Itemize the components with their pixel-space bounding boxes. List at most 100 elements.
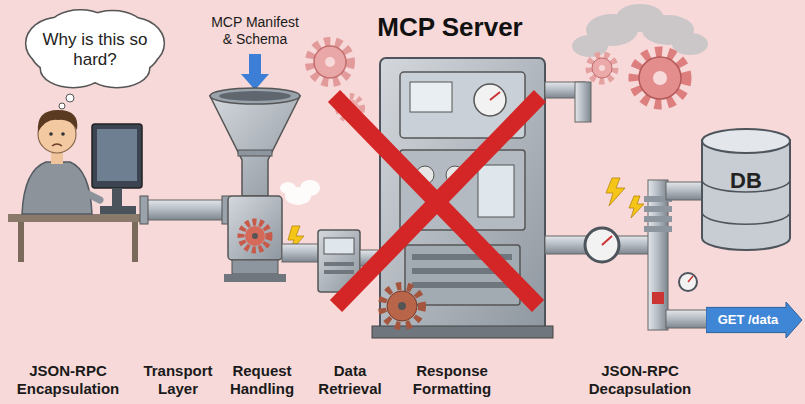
node-text: GET /data [718, 313, 779, 328]
pipe [648, 180, 668, 330]
input-arrow [249, 54, 261, 76]
funnel [219, 91, 291, 101]
stage-label: Request Handling [226, 362, 298, 398]
computer-monitor [92, 124, 142, 188]
gear [634, 52, 686, 104]
thought-bubble-outline [26, 11, 163, 87]
node-text: DB [730, 168, 762, 193]
gear [314, 46, 346, 78]
thought-dots [59, 94, 74, 109]
developer-figure [8, 110, 148, 262]
stage-label: JSON-RPC Decapsulation [582, 362, 698, 398]
pipe [666, 310, 708, 328]
arrow-shape [706, 302, 802, 338]
valve-housing [241, 222, 269, 250]
server-machine [412, 282, 512, 288]
gear [310, 42, 350, 82]
valve-housing [228, 196, 282, 260]
broken-gear [382, 286, 422, 326]
broken-gear [387, 291, 417, 321]
server-machine [474, 84, 506, 116]
developer-figure [80, 190, 100, 200]
pressure-gauge [602, 236, 612, 245]
smoke-cloud [572, 4, 708, 57]
input-arrow [241, 54, 269, 90]
developer-figure [49, 132, 53, 136]
transport-unit [324, 270, 354, 274]
stage-label: Data Retrieval [314, 362, 386, 398]
transport-unit [324, 238, 354, 254]
gear [589, 55, 615, 81]
steam-puff [300, 180, 320, 196]
database-band [702, 212, 790, 224]
developer-figure [38, 110, 78, 132]
pipe [140, 196, 232, 224]
broken-gear [398, 302, 406, 310]
valve-housing [224, 274, 286, 282]
pipe [644, 226, 672, 232]
computer-monitor [92, 124, 142, 214]
stage-label: Transport Layer [139, 362, 217, 398]
database-body [702, 140, 790, 250]
funnel [210, 96, 300, 196]
computer-monitor [100, 206, 136, 214]
red-cross [336, 96, 540, 306]
pipe [666, 182, 704, 200]
thought-bubble: Why is this so hard? [22, 8, 168, 92]
stage-label: JSON-RPC Encapsulation [12, 362, 124, 398]
computer-monitor [97, 129, 137, 181]
valve-housing [252, 233, 258, 239]
diagram-title: MCP Server [340, 12, 560, 42]
funnel [210, 88, 300, 196]
valve-housing [245, 226, 265, 246]
pipe [616, 236, 650, 254]
pipe [282, 244, 322, 262]
database-top [702, 129, 790, 153]
lightning [629, 196, 644, 218]
funnel [238, 150, 272, 156]
computer-monitor [112, 188, 122, 206]
pipe [644, 206, 672, 212]
node-text: Why is this so hard? [40, 30, 150, 69]
pressure-gauge [585, 228, 697, 304]
input-label: MCP Manifest & Schema [207, 14, 303, 48]
developer-figure [18, 222, 24, 262]
smoke-cloud [572, 35, 608, 57]
valve-housing [224, 196, 286, 282]
database-cylinder: DB [700, 128, 792, 252]
funnel [210, 88, 300, 104]
pipe [282, 244, 322, 262]
steam-puff [280, 182, 296, 194]
server-machine [372, 58, 591, 338]
developer-figure [52, 144, 62, 146]
gear [639, 57, 681, 99]
steam-puff [280, 180, 320, 205]
server-machine [575, 82, 591, 122]
pressure-gauge [585, 228, 619, 262]
gear [592, 58, 612, 78]
server-machine [490, 92, 500, 100]
broken-gear [382, 286, 422, 326]
developer-figure [8, 214, 148, 222]
request-arrow: GET /data [706, 302, 802, 338]
developer-figure [132, 222, 138, 262]
developer-figure [61, 132, 65, 136]
server-machine [410, 82, 452, 112]
pressure-gauge [688, 276, 693, 282]
lightning [606, 178, 625, 206]
pipe [142, 200, 232, 220]
pipe [140, 196, 148, 224]
pipe [644, 216, 672, 222]
pressure-gauge [652, 292, 664, 304]
server-machine [478, 165, 514, 217]
transport-unit [324, 262, 354, 266]
gear [599, 65, 605, 71]
pressure-gauge [679, 273, 697, 291]
smoke-cloud [672, 33, 708, 55]
gear [325, 57, 335, 67]
gear [653, 71, 667, 85]
valve-housing [232, 260, 278, 274]
thought-dots [59, 103, 65, 109]
thought-bubble-fill [26, 11, 163, 87]
